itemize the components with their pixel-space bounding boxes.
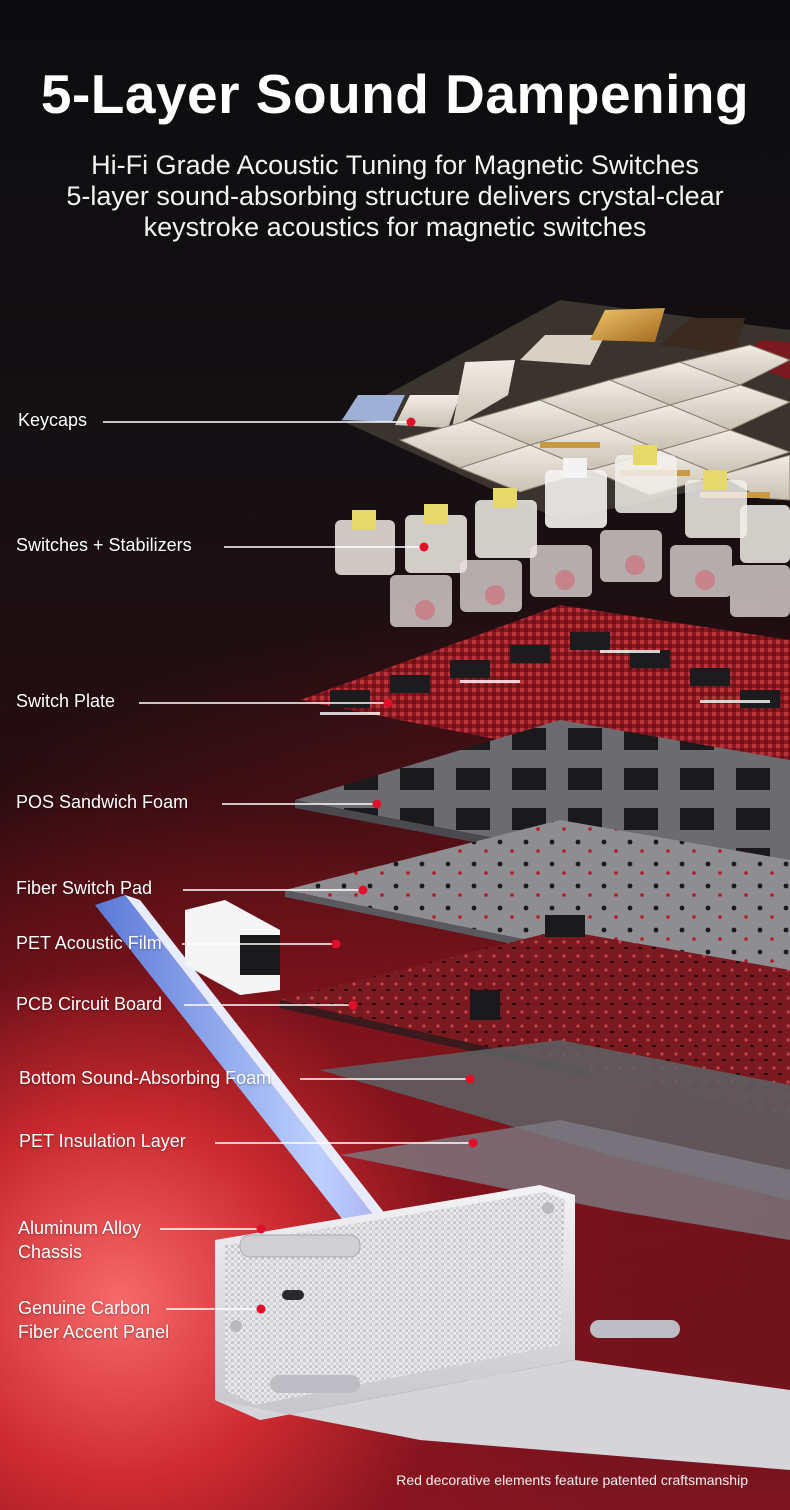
marker-pcb: [348, 1000, 358, 1010]
label-pos-foam: POS Sandwich Foam: [16, 792, 189, 812]
subtitle: Hi-Fi Grade Acoustic Tuning for Magnetic…: [0, 150, 790, 243]
label-keycaps: Keycaps: [18, 410, 88, 430]
marker-pet-film: [331, 939, 341, 949]
switches-layer: [335, 445, 790, 627]
label-chassis: Aluminum Alloy Chassis: [18, 1218, 142, 1262]
marker-fiber-pad: [358, 885, 368, 895]
label-bottom-foam: Bottom Sound-Absorbing Foam: [19, 1068, 272, 1088]
label-pet-insulation: PET Insulation Layer: [19, 1131, 186, 1151]
label-fiber-pad: Fiber Switch Pad: [16, 878, 153, 898]
label-carbon-panel: Genuine Carbon Fiber Accent Panel: [18, 1298, 170, 1342]
subtitle-line-3: keystroke acoustics for magnetic switche…: [143, 212, 647, 242]
marker-keycaps: [406, 417, 416, 427]
marker-switches: [419, 542, 429, 552]
chassis: [215, 1185, 790, 1470]
switch-row-1: [335, 445, 790, 575]
page-title: 5-Layer Sound Dampening: [40, 63, 750, 125]
label-switch-plate: Switch Plate: [16, 691, 116, 711]
keycaps-layer: [340, 300, 790, 520]
pet-insulation-layer: [340, 1120, 790, 1240]
marker-pos-foam: [372, 799, 382, 809]
subtitle-line-1: Hi-Fi Grade Acoustic Tuning for Magnetic…: [91, 150, 699, 180]
label-pet-film: PET Acoustic Film: [16, 933, 162, 953]
label-pcb: PCB Circuit Board: [16, 994, 163, 1014]
marker-bottom-foam: [465, 1074, 475, 1084]
marker-switch-plate: [383, 698, 393, 708]
footnote: Red decorative elements feature patented…: [396, 1472, 748, 1488]
label-switches: Switches + Stabilizers: [16, 535, 192, 555]
subtitle-line-2: 5-layer sound-absorbing structure delive…: [66, 181, 724, 211]
marker-chassis: [256, 1224, 266, 1234]
marker-pet-insulation: [468, 1138, 478, 1148]
marker-carbon-panel: [256, 1304, 266, 1314]
